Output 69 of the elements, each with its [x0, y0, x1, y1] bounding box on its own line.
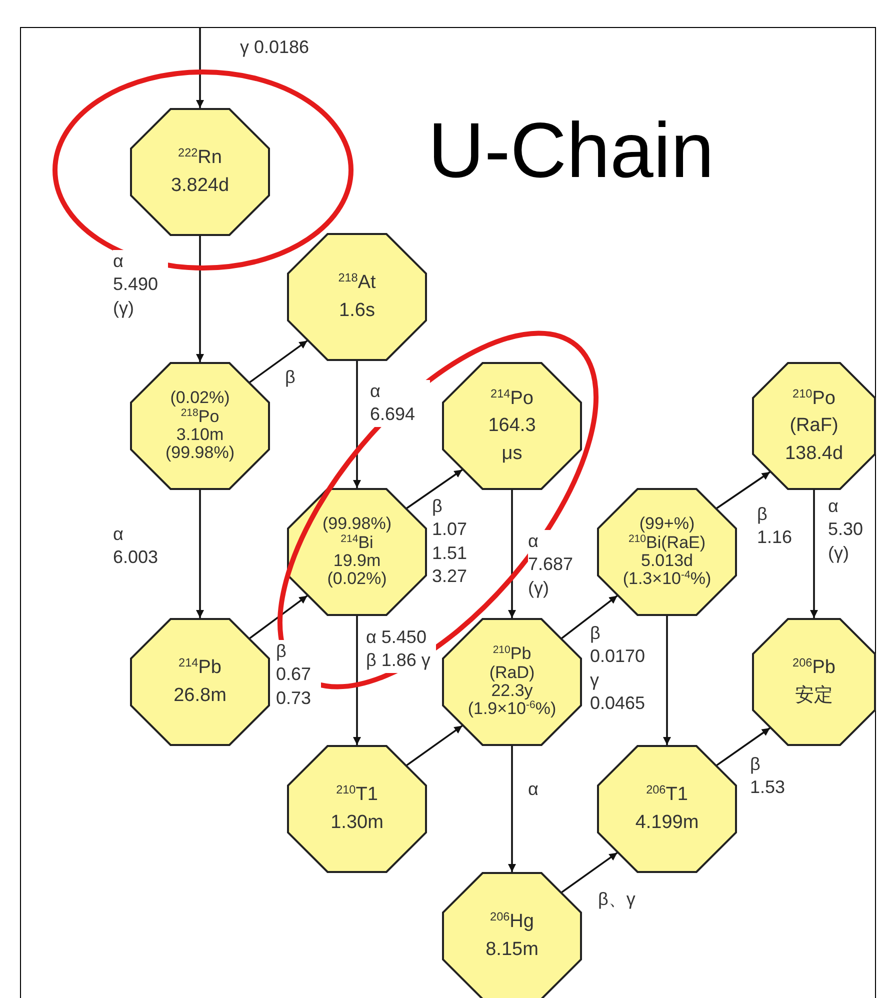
- nuclide-octagon: [287, 488, 427, 616]
- nuclide-text: $^{214}$Pb: [178, 656, 222, 680]
- nuclide-text: $^{210}$Bi(RaE): [628, 534, 706, 552]
- nuclide-octagon: [130, 362, 270, 490]
- nuclide-octagon: [752, 362, 876, 490]
- nuclide-text: 1.6s: [339, 299, 375, 323]
- nuclide-octagon: [597, 745, 737, 873]
- edge-label: α 6.694: [370, 380, 430, 427]
- arrow: [663, 616, 671, 745]
- nuclide-text: (0.02%): [170, 389, 230, 408]
- arrow: [196, 27, 204, 108]
- arrow: [249, 594, 308, 640]
- nuclide-text: $^{210}$T1: [336, 782, 378, 808]
- nuclide-text: (0.02%): [327, 570, 387, 589]
- nuclide-text: $^{210}$Pb: [492, 645, 532, 664]
- nuclide-text: $^{206}$T1: [646, 782, 688, 808]
- arrow: [561, 852, 618, 894]
- nuclide-octagon: [287, 745, 427, 873]
- nuclide-text: 1.30m: [330, 811, 384, 835]
- title: U-Chain: [428, 108, 714, 194]
- arrow: [353, 616, 361, 745]
- arrow: [406, 724, 463, 766]
- nuclide-text: 安定: [795, 684, 833, 708]
- edge-label: α 5.490 (γ): [113, 250, 168, 320]
- nuclide-text: 8.15m: [486, 938, 538, 962]
- nuclide-text: (99+%): [639, 515, 695, 534]
- arrow: [508, 746, 516, 872]
- nuclide-text: (99.98%): [322, 515, 392, 534]
- nuclide-text: (RaD): [489, 664, 535, 682]
- nuclide-text: $^{222}$Rn: [178, 146, 222, 170]
- nuclide-octagon: [130, 618, 270, 746]
- nuclide-text: (99.98%): [166, 444, 234, 463]
- nuclide-text: $^{214}$Bi: [340, 534, 374, 552]
- nuclide-text: μs: [502, 442, 522, 466]
- arrow: [196, 490, 204, 618]
- arrow: [353, 361, 361, 488]
- nuclide-text: (RaF): [790, 414, 838, 438]
- nuclide-text: (1.9×10$^{-6}$%): [468, 700, 556, 719]
- nuclide-text: $^{218}$Po: [180, 408, 220, 426]
- nuclide-octagon: [442, 618, 582, 746]
- arrow: [249, 340, 308, 384]
- arrow: [406, 468, 463, 510]
- nuclide-text: $^{206}$Pb: [792, 656, 836, 680]
- nuclide-text: 19.9m: [333, 552, 381, 570]
- arrow: [810, 490, 818, 618]
- nuclide-text: (1.3×10$^{-4}$%): [622, 570, 712, 589]
- nuclide-octagon: [442, 362, 582, 490]
- arrow: [716, 727, 770, 766]
- nuclide-text: 22.3y: [491, 682, 533, 700]
- nuclide-text: 3.824d: [170, 174, 230, 198]
- nuclide-text: $^{210}$Po: [792, 386, 836, 411]
- nuclide-octagon: [442, 872, 582, 998]
- nuclide-text: 26.8m: [174, 684, 226, 708]
- nuclide-octagon: [597, 488, 737, 616]
- arrow: [508, 490, 516, 618]
- nuclide-text: 138.4d: [784, 442, 844, 466]
- arrow: [196, 236, 204, 362]
- nuclide-text: 4.199m: [635, 811, 699, 835]
- nuclide-octagon: [130, 108, 270, 236]
- nuclide-text: $^{206}$Hg: [490, 910, 534, 934]
- nuclide-text: 164.3: [488, 414, 536, 438]
- nuclide-text: $^{214}$Po: [490, 386, 534, 411]
- arrow: [716, 471, 770, 510]
- nuclide-octagon: [752, 618, 876, 746]
- arrow: [561, 594, 618, 640]
- nuclide-text: 5.013d: [641, 552, 693, 570]
- nuclide-octagon: [287, 233, 427, 361]
- nuclide-text: 3.10m: [176, 426, 224, 444]
- nuclide-text: $^{218}$At: [338, 270, 376, 296]
